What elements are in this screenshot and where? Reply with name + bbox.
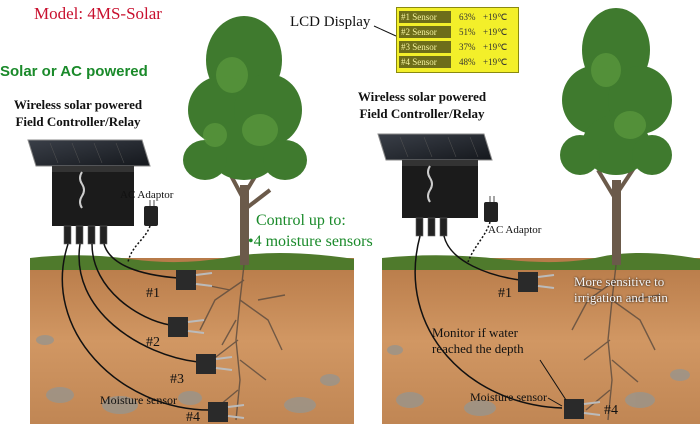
lcd-sensor-temperature: +19℃ xyxy=(483,57,508,67)
left-tree xyxy=(183,16,307,265)
right-note-sensitive: More sensitive to irrigation and rain xyxy=(574,274,668,306)
left-sensor-label-3: #3 xyxy=(170,372,184,387)
right-controller-line1: Wireless solar powered xyxy=(357,89,487,104)
right-cables xyxy=(414,235,563,409)
left-controller-line1: Wireless solar powered xyxy=(13,97,143,112)
right-controller-heading: Wireless solar powered Field Controller/… xyxy=(352,88,492,122)
lcd-sensor-moisture: 51% xyxy=(459,27,476,37)
left-roots xyxy=(199,264,286,421)
lcd-sensor-name: #2 Sensor xyxy=(399,26,451,38)
lcd-sensor-name: #3 Sensor xyxy=(399,41,451,53)
right-controller xyxy=(377,133,493,237)
power-tag: Solar or AC powered xyxy=(0,63,148,80)
page-title: Model: 4MS-Solar xyxy=(34,4,162,23)
right-ac-adaptor-label: AC Adaptor xyxy=(488,224,542,236)
pointer-lines xyxy=(373,25,567,407)
left-ac-adaptor-label: AC Adaptor xyxy=(120,189,174,201)
left-ac-adaptor-shape xyxy=(127,200,158,263)
lcd-row: #2 Sensor 51% +19℃ xyxy=(399,25,517,39)
left-moisture-sensor-label: Moisture sensor xyxy=(100,393,177,407)
left-sensor-label-4: #4 xyxy=(186,410,200,425)
right-roots xyxy=(571,264,661,421)
right-tree xyxy=(560,8,672,265)
left-cables xyxy=(61,243,211,411)
right-sensor-label-4: #4 xyxy=(604,403,618,418)
right-sensors xyxy=(518,272,601,419)
left-sensor-label-2: #2 xyxy=(146,335,160,350)
control-sensor-count: •4 moisture sensors xyxy=(248,233,373,250)
lcd-sensor-moisture: 63% xyxy=(459,12,476,22)
right-controller-line2: Field Controller/Relay xyxy=(359,106,485,121)
lcd-row: #1 Sensor 63% +19℃ xyxy=(399,10,517,24)
right-note-depth-line2: reached the depth xyxy=(432,341,524,356)
left-controller-heading: Wireless solar powered Field Controller/… xyxy=(8,96,148,130)
control-heading: Control up to: xyxy=(256,212,346,229)
lcd-display: #1 Sensor 63% +19℃ #2 Sensor 51% +19℃ #3… xyxy=(396,7,519,73)
right-note-sensitive-line2: irrigation and rain xyxy=(574,290,668,305)
left-controller-line2: Field Controller/Relay xyxy=(15,114,141,129)
lcd-row: #3 Sensor 37% +19℃ xyxy=(399,40,517,54)
lcd-sensor-temperature: +19℃ xyxy=(483,42,508,52)
lcd-row: #4 Sensor 48% +19℃ xyxy=(399,55,517,69)
right-note-depth: Monitor if water reached the depth xyxy=(432,325,524,357)
lcd-sensor-moisture: 37% xyxy=(459,42,476,52)
right-sensor-label-1: #1 xyxy=(498,286,512,301)
lcd-sensor-name: #4 Sensor xyxy=(399,56,451,68)
left-controller xyxy=(27,139,151,245)
lcd-sensor-moisture: 48% xyxy=(459,57,476,67)
right-note-depth-line1: Monitor if water xyxy=(432,325,518,340)
lcd-sensor-temperature: +19℃ xyxy=(483,27,508,37)
lcd-sensor-name: #1 Sensor xyxy=(399,11,451,23)
left-sensor-label-1: #1 xyxy=(146,286,160,301)
right-note-sensitive-line1: More sensitive to xyxy=(574,274,665,289)
left-sensors xyxy=(168,270,245,422)
right-moisture-sensor-label: Moisture sensor xyxy=(470,390,547,404)
lcd-sensor-temperature: +19℃ xyxy=(483,12,508,22)
right-ac-adaptor-shape xyxy=(467,196,498,263)
lcd-display-label: LCD Display xyxy=(290,14,371,30)
